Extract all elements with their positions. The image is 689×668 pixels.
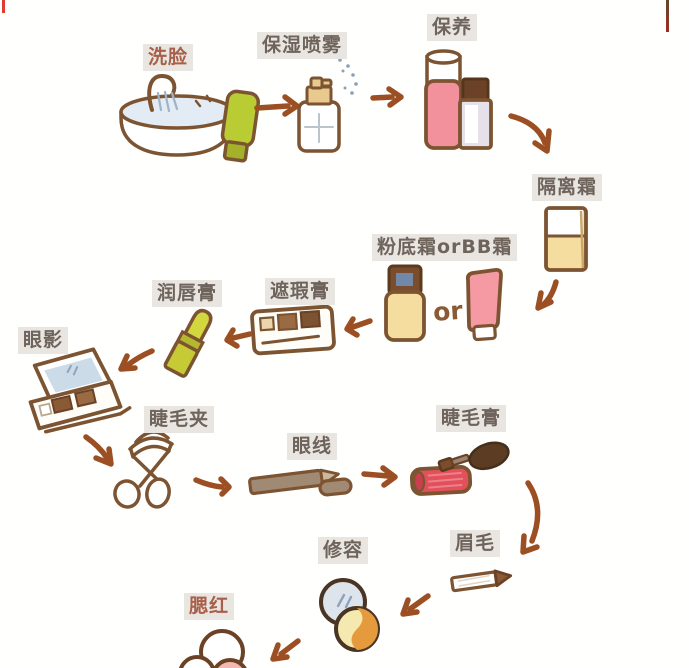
spray-bottle-icon [297,50,358,153]
eyebrow-pencil-icon [450,569,513,593]
mascara-wand-icon [437,441,510,473]
label-eyebrow: 眉毛 [450,530,501,557]
primer-bottle-icon [544,206,588,272]
label-mascara: 睫毛膏 [436,405,507,432]
cleanser-tube-icon [220,89,261,163]
arrow-curler-to-eyeliner [193,476,232,497]
spray-mist-icon [335,50,358,95]
blush-puffs-icon [178,629,247,668]
label-foundation-or-bb: 粉底霜orBB霜 [372,234,518,261]
arrow-spray-to-skincare [370,86,404,108]
arrow-wash-to-spray [254,94,300,117]
lip-balm-icon [163,308,213,378]
label-moisturizing-spray: 保湿喷雾 [257,32,348,59]
red-edge-mark-right [666,0,669,32]
eyeliner-pencil-icon [248,468,353,497]
bb-cream-tube-icon [465,267,503,342]
arrow-eyebrow-to-contour [400,593,431,617]
label-eyeshadow: 眼影 [18,327,69,354]
arrow-eyeliner-to-mascara [361,465,398,488]
mascara-icon [409,441,510,496]
label-wash-face: 洗脸 [143,44,194,71]
contour-compact-icon [319,578,380,652]
arrow-primer-to-foundation [535,279,559,311]
concealer-palette-icon [250,304,336,356]
label-eyeliner: 眼线 [287,433,338,460]
label-primer: 隔离霜 [532,174,603,201]
label-skincare: 保养 [427,14,478,41]
label-concealer: 遮瑕膏 [265,278,336,305]
foundation-bottle-icon [384,264,426,342]
label-contour: 修容 [318,537,369,564]
arrow-concealer-to-lipbalm [224,327,253,349]
arrow-contour-to-blush [270,638,301,662]
label-lip-balm: 润唇膏 [152,280,223,307]
arrow-lipbalm-to-eyeshadow [118,348,155,372]
arrow-mascara-to-eyebrow [520,480,541,555]
label-eyelash-curler: 睫毛夹 [144,406,215,433]
red-edge-mark-left [2,0,5,13]
or-text: or [432,296,464,327]
eyelash-curler-icon [113,430,174,509]
arrow-foundation-to-concealer [344,316,373,338]
arrow-eyeshadow-to-curler [83,434,114,467]
skincare-bottles-icon [424,49,493,150]
label-blush: 腮红 [184,593,235,620]
wash-basin-icon [119,73,261,163]
eyeshadow-palette-icon [28,347,132,434]
arrow-skincare-to-primer [508,113,552,154]
